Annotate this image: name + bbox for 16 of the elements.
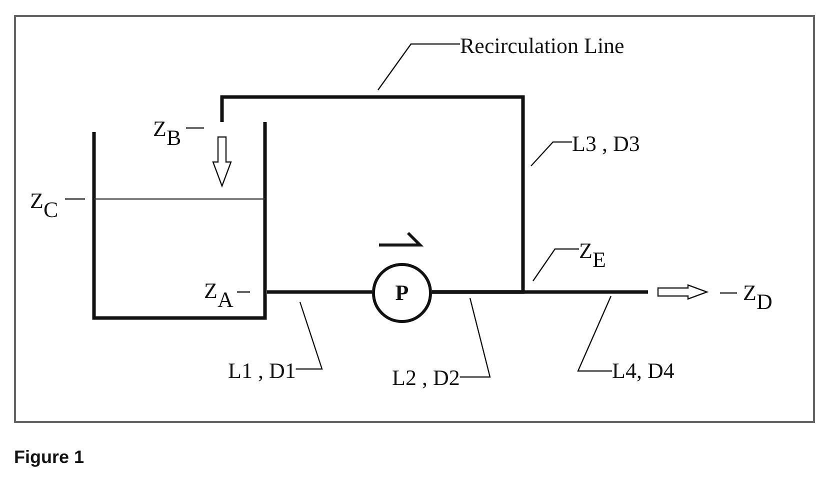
leader-line (460, 298, 491, 378)
pipe-label: L2 , D2 (392, 366, 460, 389)
pipe (432, 290, 648, 294)
pipe (267, 290, 372, 294)
pipe-label: L1 , D1 (228, 359, 296, 382)
figure-caption: Figure 1 (14, 446, 84, 468)
open-tank (92, 122, 267, 320)
leader-line (296, 302, 323, 370)
line-label: Recirculation Line (460, 34, 624, 57)
leader-line (530, 141, 572, 166)
pipe-label: L4, D4 (612, 359, 674, 382)
pipe-label: L3 , D3 (572, 132, 640, 155)
pump-symbol: P (372, 263, 432, 323)
leader-line (532, 248, 579, 282)
leader-line (577, 296, 612, 372)
leader-line (378, 43, 460, 90)
